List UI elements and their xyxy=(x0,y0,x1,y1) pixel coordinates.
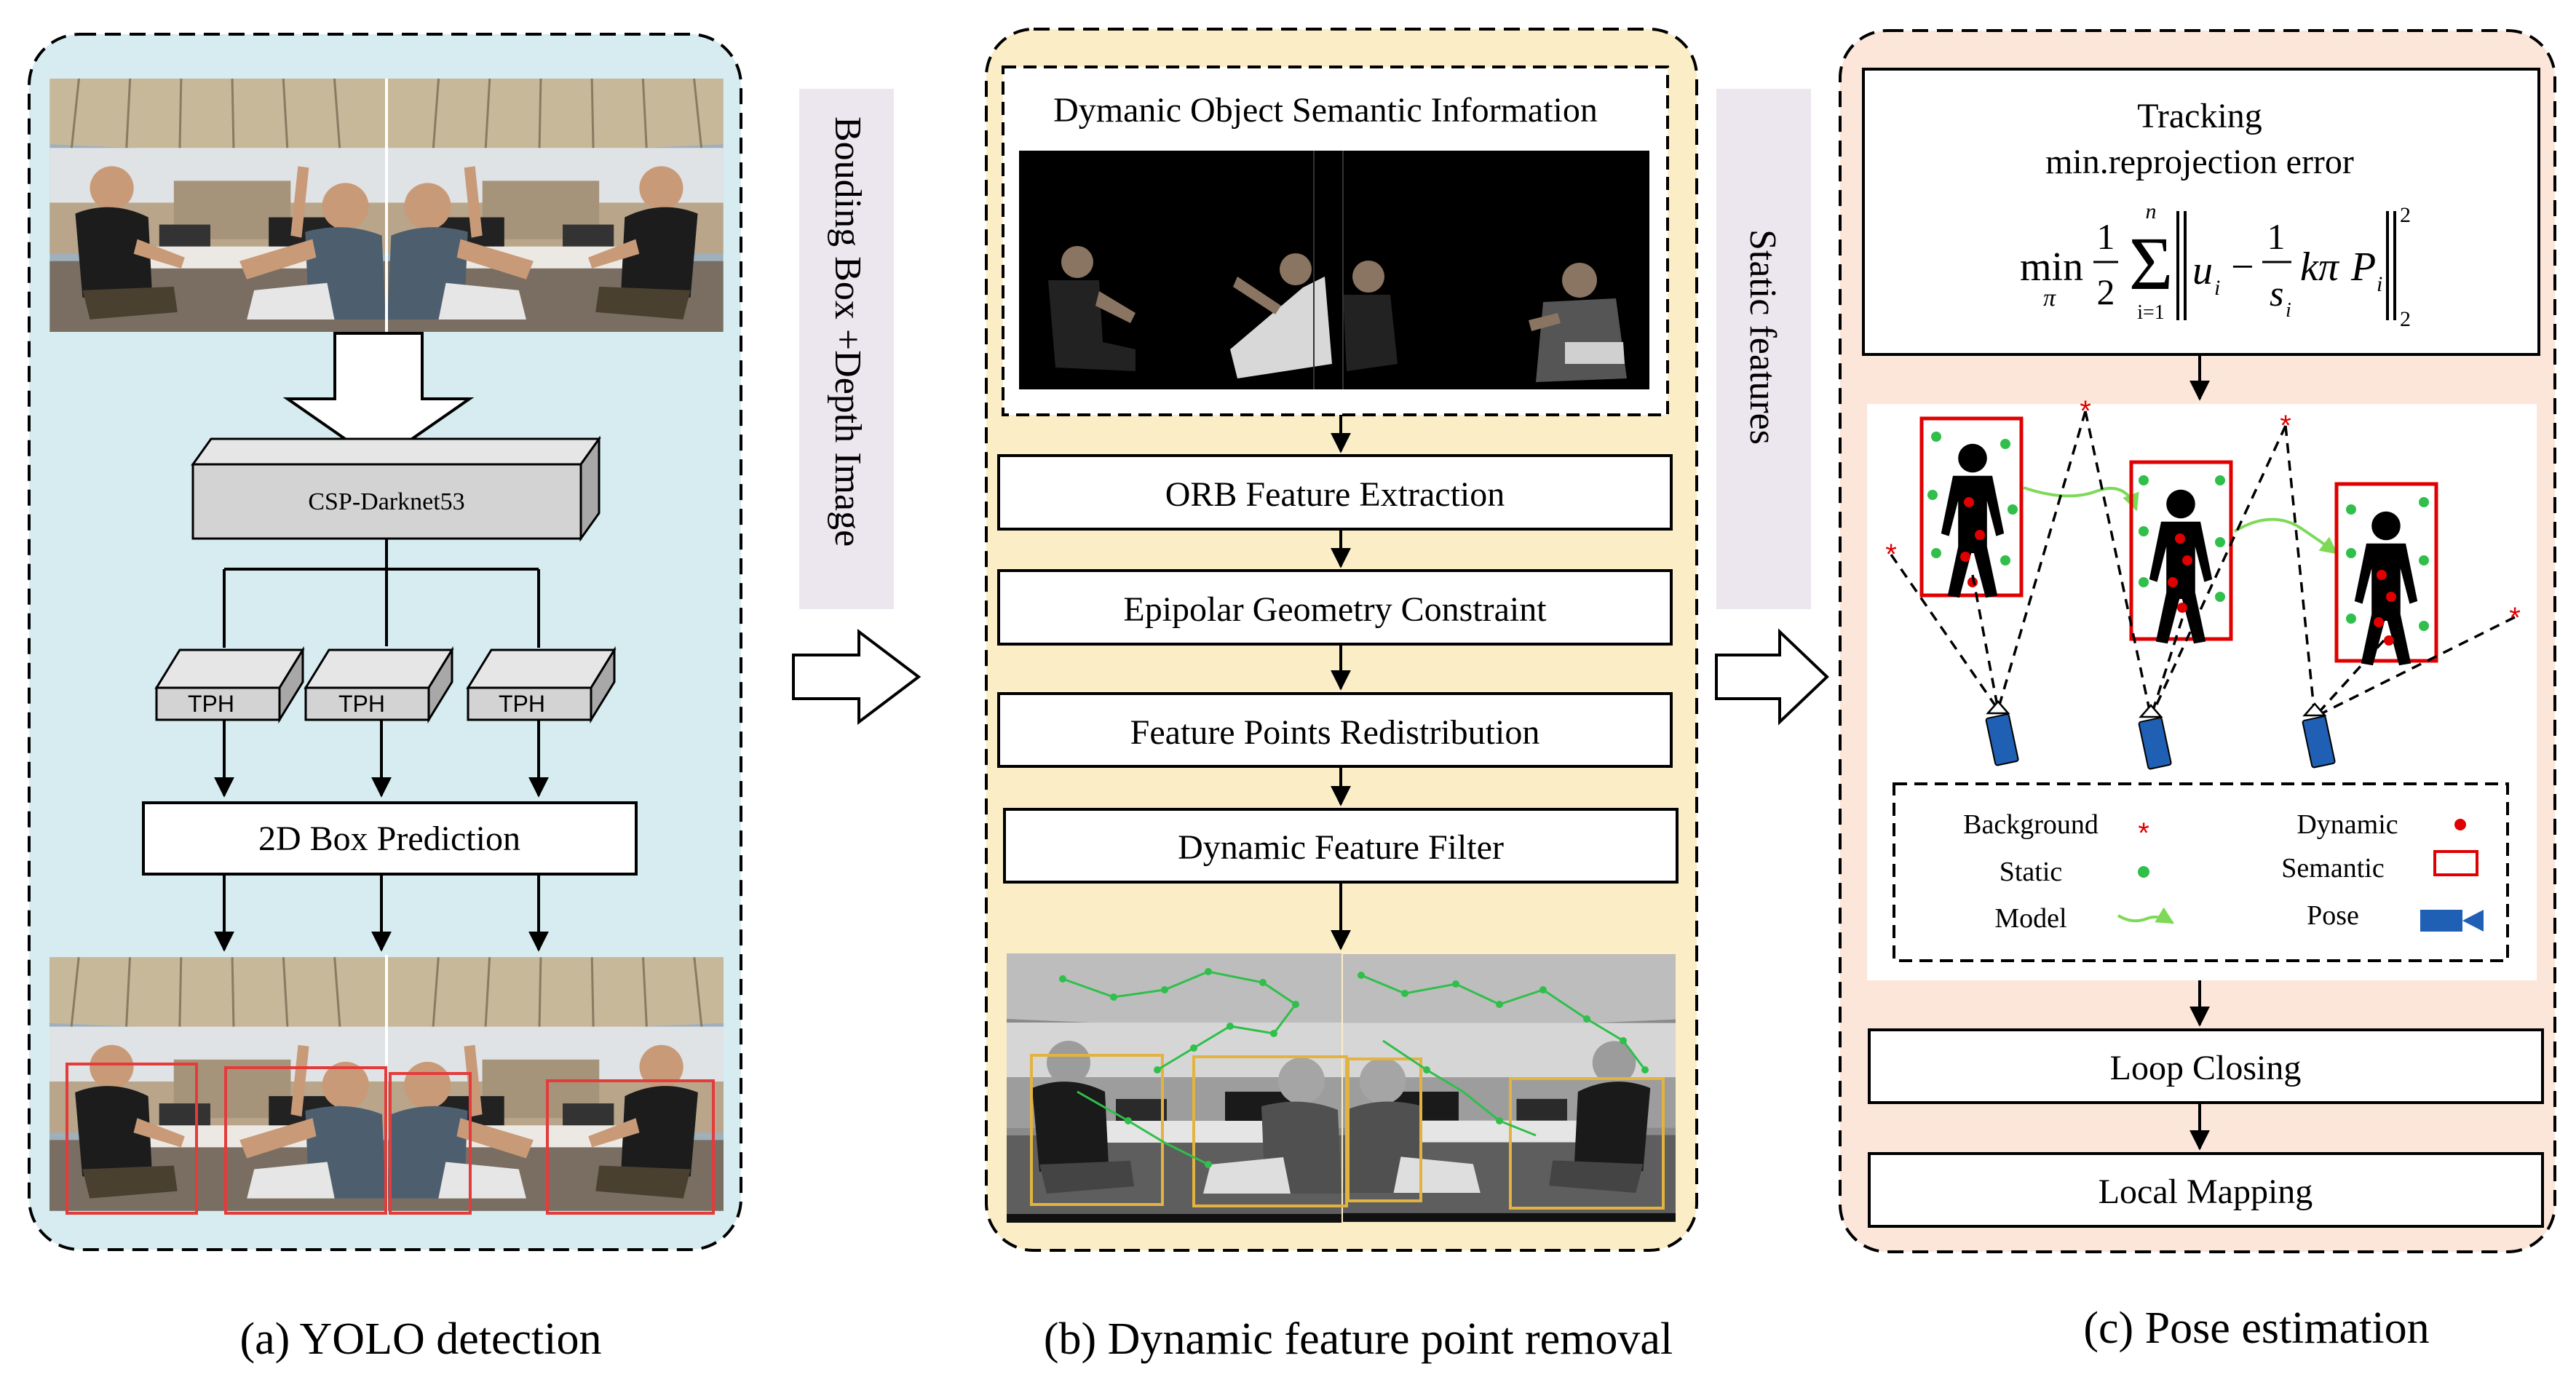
svg-text:*: * xyxy=(2080,395,2091,427)
svg-text:i: i xyxy=(2214,276,2220,300)
svg-text:*: * xyxy=(2280,410,2291,442)
svg-text:P: P xyxy=(2350,245,2376,290)
legend-background-marker: * xyxy=(2138,817,2149,849)
legend-dynamic-marker xyxy=(2454,819,2466,830)
svg-text:2: 2 xyxy=(2097,271,2115,312)
legend-model-marker xyxy=(2117,907,2175,924)
svg-text:2: 2 xyxy=(2400,307,2411,331)
svg-text:s: s xyxy=(2270,273,2283,314)
svg-text:i=1: i=1 xyxy=(2137,301,2165,324)
semantic-info-title: Dymanic Object Semantic Information xyxy=(1053,91,1598,130)
legend-pose: Pose xyxy=(2307,900,2359,931)
svg-text:u: u xyxy=(2192,248,2213,293)
svg-text:i: i xyxy=(2377,272,2382,296)
prediction-arrows xyxy=(214,874,549,952)
csp-darknet53-block: CSP-Darknet53 xyxy=(191,435,601,542)
svg-text:*: * xyxy=(1885,539,1897,571)
input-image-pair xyxy=(49,79,724,332)
svg-text:i: i xyxy=(2286,299,2291,322)
box-prediction-block xyxy=(142,801,638,876)
legend-static-marker xyxy=(2138,866,2149,878)
legend-dynamic: Dynamic xyxy=(2296,809,2398,840)
tph-block-1: TPH xyxy=(154,646,305,724)
svg-text:2: 2 xyxy=(2400,203,2411,227)
orb-extraction-block xyxy=(997,454,1673,531)
tph-block-3: TPH xyxy=(466,646,617,724)
dynamic-filter-label: Dynamic Feature Filter xyxy=(1178,828,1504,867)
panel-c-caption: (c) Pose estimation xyxy=(2083,1303,2429,1353)
legend-semantic: Semantic xyxy=(2281,853,2384,884)
svg-text:π: π xyxy=(2043,285,2056,311)
tph-label: TPH xyxy=(338,691,385,717)
reprojection-formula: min π 1 2 n Σ i=1 u i − 1 s i kπ P i 2 2 xyxy=(2020,199,2411,331)
svg-text:n: n xyxy=(2146,199,2157,223)
panel-pose-estimation: Tracking min.reprojection error min π 1 … xyxy=(1839,29,2556,1353)
hollow-down-arrow xyxy=(282,332,475,464)
legend-static: Static xyxy=(2000,857,2063,887)
local-mapping-label: Local Mapping xyxy=(2099,1172,2313,1211)
svg-text:1: 1 xyxy=(2097,216,2115,257)
panel-yolo-detection: CSP-Darknet53 TPH TPH TPH xyxy=(28,33,742,1364)
tph-label: TPH xyxy=(188,691,234,717)
epipolar-constraint-label: Epipolar Geometry Constraint xyxy=(1123,590,1547,629)
backbone-connectors xyxy=(223,539,540,648)
detection-image-pair xyxy=(49,955,724,1215)
svg-text:1: 1 xyxy=(2267,216,2286,257)
transition-arrow-1: Bouding Box +Depth Image xyxy=(792,89,922,726)
svg-text:min: min xyxy=(2020,245,2083,290)
epipolar-constraint-block xyxy=(997,569,1673,646)
loop-closing-block xyxy=(1868,1028,2544,1104)
tracking-title: Tracking xyxy=(2137,97,2262,135)
box-prediction-label: 2D Box Prediction xyxy=(258,820,520,858)
panel-b-caption: (b) Dynamic feature point removal xyxy=(1044,1314,1673,1364)
tracking-subtitle: min.reprojection error xyxy=(2045,143,2354,181)
svg-text:Σ: Σ xyxy=(2129,222,2173,306)
semantic-mask-image xyxy=(1019,151,1649,389)
pose-scene-illustration: * * * * Background * Static Model Dynami… xyxy=(1867,395,2537,980)
transition-arrow-2: Static features xyxy=(1715,89,1829,726)
points-redistribution-block xyxy=(997,692,1673,768)
loop-closing-label: Loop Closing xyxy=(2110,1049,2302,1087)
points-redistribution-label: Feature Points Redistribution xyxy=(1130,713,1540,752)
legend-pose-marker xyxy=(2420,910,2484,932)
dynamic-filter-block xyxy=(1003,808,1679,884)
tph-block-2: TPH xyxy=(304,646,454,724)
legend-semantic-marker xyxy=(2433,850,2478,876)
feature-points-image xyxy=(1007,953,1676,1223)
svg-text:kπ: kπ xyxy=(2300,245,2340,290)
legend-background: Background xyxy=(1963,809,2099,840)
scene-legend: Background * Static Model Dynamic Semant… xyxy=(1893,782,2509,962)
svg-text:*: * xyxy=(2509,602,2521,634)
tph-label: TPH xyxy=(499,691,545,717)
orb-extraction-label: ORB Feature Extraction xyxy=(1165,475,1505,514)
static-features-label: Static features xyxy=(1742,229,1783,445)
bounding-box-depth-label: Bouding Box +Depth Image xyxy=(827,116,868,547)
tph-arrows xyxy=(214,720,549,798)
csp-darknet53-label: CSP-Darknet53 xyxy=(308,488,464,515)
legend-model: Model xyxy=(1994,903,2066,934)
local-mapping-block xyxy=(1868,1152,2544,1228)
panel-a-caption: (a) YOLO detection xyxy=(240,1314,602,1364)
svg-text:−: − xyxy=(2231,245,2254,290)
panel-dynamic-feature-removal: Dymanic Object Semantic Information xyxy=(985,28,1698,1364)
tracking-block xyxy=(1862,68,2540,356)
